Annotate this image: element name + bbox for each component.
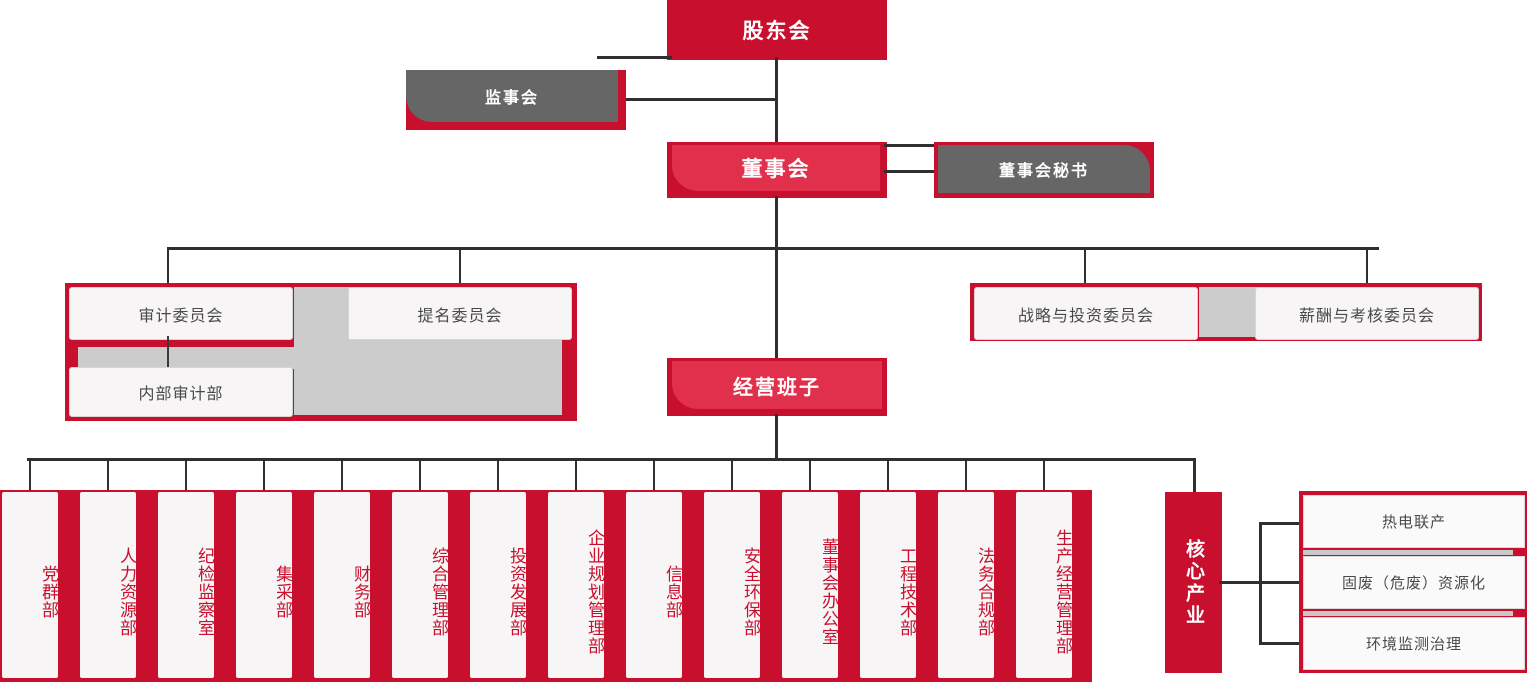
- committee-strategy-investment-label: 战略与投资委员会: [1017, 307, 1154, 325]
- connector-supervisory-to-spine: [620, 98, 778, 101]
- node-shareholders[interactable]: 股东会: [667, 0, 887, 60]
- department-internal-audit[interactable]: 内部审计部: [69, 367, 293, 417]
- core-industry-box[interactable]: 热电联产: [1303, 495, 1525, 548]
- department-label: 财务部: [351, 565, 370, 619]
- department-box[interactable]: 信息部: [626, 492, 682, 678]
- core-industry-box[interactable]: 固废（危废）资源化: [1303, 556, 1525, 609]
- node-core-industry[interactable]: 核心产业: [1165, 492, 1222, 673]
- department-label: 工程技术部: [897, 547, 916, 637]
- connector-drop-nomination: [459, 247, 461, 287]
- department-label: 纪检监察室: [195, 547, 214, 637]
- connector-department-drop: [653, 458, 655, 492]
- connector-core-industry-drop: [1193, 458, 1196, 492]
- connector-core-branch-1: [1259, 522, 1303, 525]
- department-box[interactable]: 投资发展部: [470, 492, 526, 678]
- connector-board-secretary-mid: [884, 170, 938, 173]
- committee-strategy-investment[interactable]: 战略与投资委员会: [974, 287, 1198, 340]
- department-label: 董事会办公室: [819, 538, 838, 646]
- connector-board-secretary-top: [884, 144, 938, 147]
- committee-left-grey-strip: [78, 347, 308, 369]
- connector-drop-audit: [167, 247, 169, 287]
- connector-core-stem: [1219, 581, 1281, 584]
- connector-department-drop: [107, 458, 109, 492]
- department-label: 综合管理部: [429, 547, 448, 637]
- committee-compensation-assessment-label: 薪酬与考核委员会: [1298, 307, 1435, 325]
- core-industry-box[interactable]: 环境监测治理: [1303, 617, 1525, 670]
- core-industry-label: 固废（危废）资源化: [1341, 575, 1486, 592]
- connector-shareholders-left-stub: [597, 56, 672, 59]
- department-box[interactable]: 党群部: [2, 492, 58, 678]
- department-label: 投资发展部: [507, 547, 526, 637]
- connector-core-branch-3: [1259, 642, 1303, 645]
- department-label: 集采部: [273, 565, 292, 619]
- connector-drop-compensation: [1366, 247, 1368, 287]
- connector-department-drop: [263, 458, 265, 492]
- connector-department-bus: [27, 458, 1195, 461]
- connector-department-drop: [809, 458, 811, 492]
- connector-shareholders-to-board: [775, 57, 778, 145]
- connector-drop-strategy: [1084, 247, 1086, 287]
- connector-department-drop: [497, 458, 499, 492]
- connector-department-drop: [341, 458, 343, 492]
- committee-audit-label: 审计委员会: [138, 307, 224, 325]
- committee-nomination[interactable]: 提名委员会: [348, 287, 572, 340]
- department-box[interactable]: 安全环保部: [704, 492, 760, 678]
- department-box[interactable]: 纪检监察室: [158, 492, 214, 678]
- department-label: 法务合规部: [975, 547, 994, 637]
- department-box[interactable]: 集采部: [236, 492, 292, 678]
- node-supervisory-label: 监事会: [484, 90, 539, 107]
- department-label: 安全环保部: [741, 547, 760, 637]
- department-box[interactable]: 综合管理部: [392, 492, 448, 678]
- committee-audit[interactable]: 审计委员会: [69, 287, 293, 340]
- department-box[interactable]: 董事会办公室: [782, 492, 838, 678]
- connector-department-drop: [185, 458, 187, 492]
- connector-department-drop: [575, 458, 577, 492]
- core-industry-label: 热电联产: [1381, 514, 1446, 531]
- committee-compensation-assessment[interactable]: 薪酬与考核委员会: [1255, 287, 1479, 340]
- node-board-secretary[interactable]: 董事会秘书: [938, 145, 1150, 193]
- department-label: 信息部: [663, 565, 682, 619]
- department-label: 党群部: [39, 565, 58, 619]
- department-label: 企业规划管理部: [585, 529, 604, 655]
- connector-audit-to-internal-audit: [167, 336, 169, 370]
- core-industry-divider: [1303, 550, 1513, 555]
- connector-department-drop: [29, 458, 31, 492]
- department-box[interactable]: 人力资源部: [80, 492, 136, 678]
- node-board-secretary-label: 董事会秘书: [998, 163, 1089, 180]
- node-management-label: 经营班子: [733, 376, 821, 399]
- node-shareholders-label: 股东会: [742, 20, 812, 43]
- connector-department-drop: [419, 458, 421, 492]
- connector-management-spine: [775, 414, 778, 460]
- connector-core-branch-2: [1259, 581, 1303, 584]
- node-board[interactable]: 董事会: [672, 145, 880, 191]
- committee-right-grey-gap: [1199, 287, 1257, 337]
- department-label: 生产经营管理部: [1053, 529, 1072, 655]
- node-management[interactable]: 经营班子: [672, 361, 882, 409]
- connector-department-drop: [965, 458, 967, 492]
- committee-nomination-label: 提名委员会: [417, 307, 503, 325]
- connector-department-drop: [887, 458, 889, 492]
- connector-department-drop: [1043, 458, 1045, 492]
- department-box[interactable]: 生产经营管理部: [1016, 492, 1072, 678]
- department-box[interactable]: 财务部: [314, 492, 370, 678]
- department-box[interactable]: 法务合规部: [938, 492, 994, 678]
- department-box[interactable]: 企业规划管理部: [548, 492, 604, 678]
- department-box[interactable]: 工程技术部: [860, 492, 916, 678]
- connector-board-spine: [775, 196, 778, 360]
- department-label: 人力资源部: [117, 547, 136, 637]
- node-core-industry-label: 核心产业: [1183, 538, 1204, 627]
- core-industry-divider: [1303, 611, 1513, 616]
- core-industry-label: 环境监测治理: [1365, 636, 1462, 653]
- node-supervisory[interactable]: 监事会: [406, 70, 618, 122]
- department-internal-audit-label: 内部审计部: [138, 386, 224, 403]
- node-board-label: 董事会: [741, 158, 811, 181]
- connector-department-drop: [731, 458, 733, 492]
- connector-committee-bus: [167, 247, 1379, 250]
